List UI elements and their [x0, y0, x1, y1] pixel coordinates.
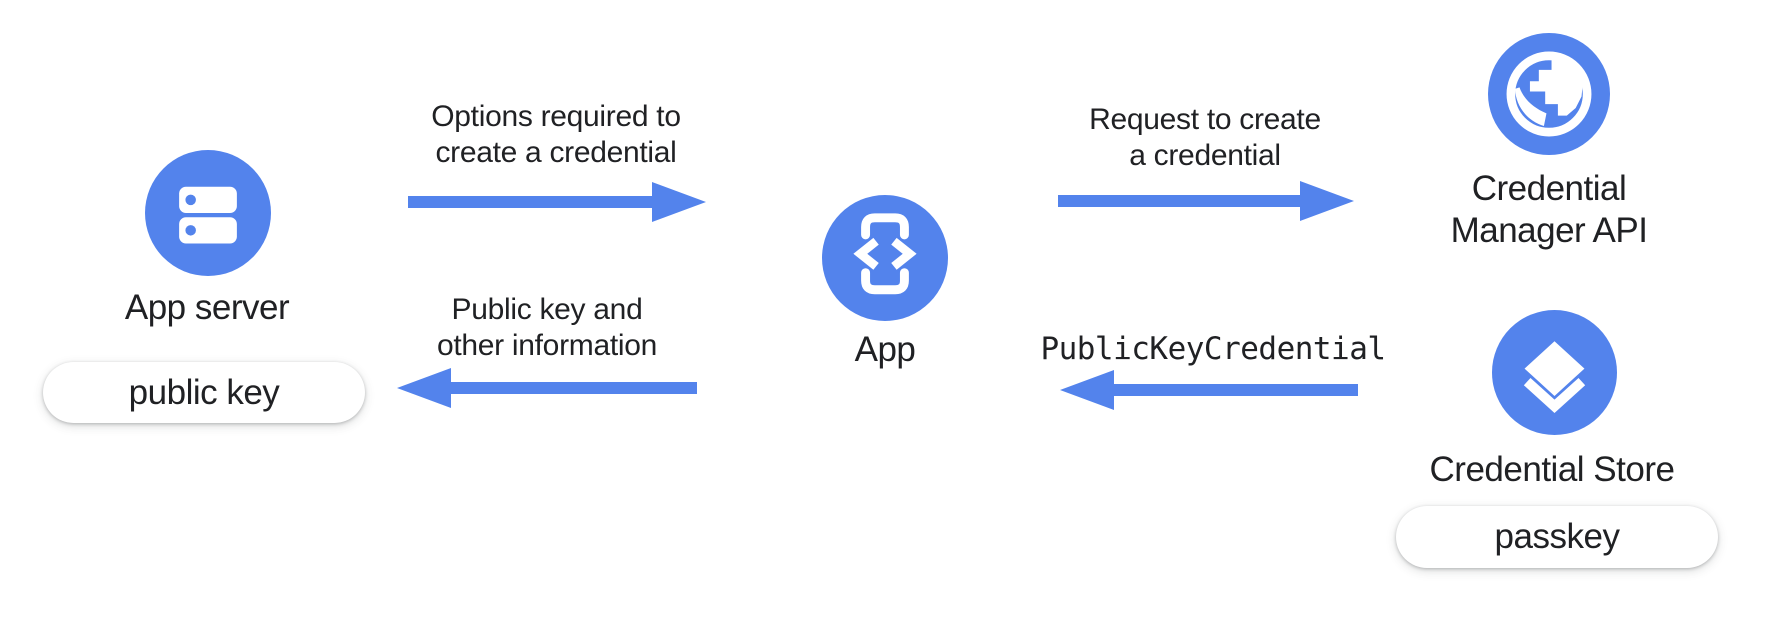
app-server-label: App server — [124, 288, 290, 327]
app-label: App — [854, 330, 916, 369]
passkey-pill-label: passkey — [1494, 517, 1620, 556]
credential-store-label: Credential Store — [1429, 450, 1675, 489]
layers-icon — [1492, 310, 1617, 435]
arrow-label-public-key-info-line2: other information — [436, 329, 658, 362]
arrow-label-public-key-info-line1: Public key and — [451, 293, 643, 326]
arrow-left-public-key-info — [397, 368, 697, 408]
arrow-right-options — [408, 182, 706, 222]
phone-code-icon — [822, 195, 948, 321]
arrow-label-options: Options required to create a credential — [406, 99, 706, 171]
credential-manager-api-label: Credential Manager API — [1399, 168, 1699, 252]
credential-manager-api-label-line1: Credential — [1471, 169, 1627, 208]
server-icon — [145, 150, 271, 276]
server-icon-glyph — [179, 186, 237, 244]
passkey-pill: passkey — [1396, 506, 1718, 568]
arrow-label-public-key-info: Public key and other information — [397, 292, 697, 364]
public-key-pill: public key — [43, 362, 365, 423]
globe-icon-glyph — [1506, 51, 1592, 137]
public-key-pill-label: public key — [128, 372, 280, 412]
phone-code-icon-glyph — [853, 213, 917, 295]
arrow-label-request-line2: a credential — [1129, 139, 1281, 172]
globe-icon — [1488, 33, 1610, 155]
arrow-label-options-line2: create a credential — [435, 136, 677, 169]
arrow-label-options-line1: Options required to — [431, 100, 681, 133]
arrow-label-request: Request to create a credential — [1055, 102, 1355, 174]
arrow-right-request — [1058, 181, 1354, 221]
arrow-left-publickeycredential — [1060, 370, 1358, 410]
arrow-label-publickeycredential: PublicKeyCredential — [1040, 331, 1386, 367]
arrow-label-request-line1: Request to create — [1089, 103, 1321, 136]
layers-icon-glyph — [1523, 341, 1586, 414]
credential-manager-api-label-line2: Manager API — [1450, 211, 1648, 250]
